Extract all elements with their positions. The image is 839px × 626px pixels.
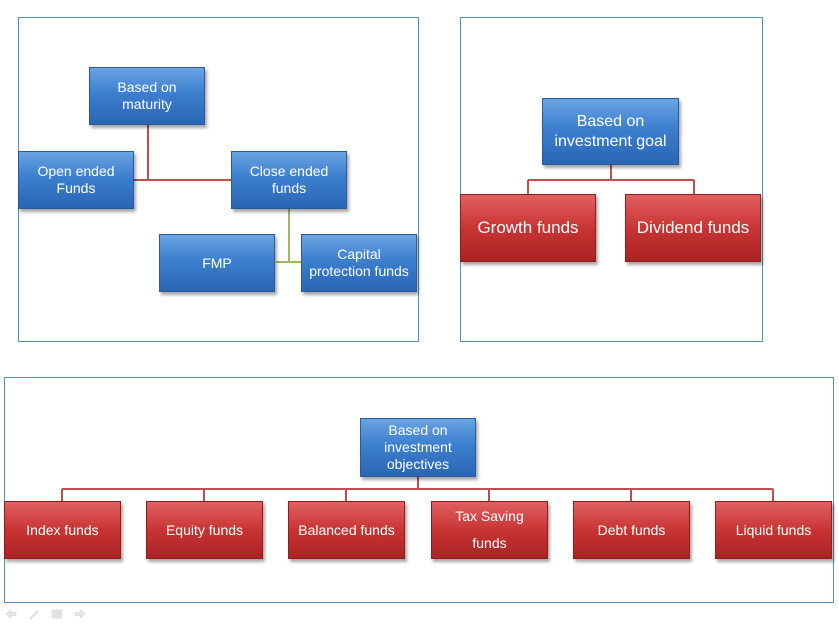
slideshow-toolbar [4, 606, 87, 622]
box-fmp: FMP [159, 234, 275, 292]
box-based-on-investment-goal: Based on investment goal [542, 98, 679, 165]
box-liquid-funds: Liquid funds [715, 501, 832, 559]
box-close-ended-funds: Close ended funds [231, 151, 347, 209]
forward-arrow-icon[interactable] [73, 607, 87, 621]
connector-investment-goal [527, 165, 695, 194]
connector-maturity-root [134, 125, 232, 181]
box-capital-protection-funds: Capital protection funds [301, 234, 417, 292]
box-index-funds: Index funds [4, 501, 121, 559]
box-dividend-funds: Dividend funds [625, 194, 761, 262]
box-based-on-maturity: Based on maturity [89, 67, 205, 125]
back-arrow-icon[interactable] [4, 607, 18, 621]
box-open-ended-funds: Open ended Funds [18, 151, 134, 209]
box-based-on-investment-objectives: Based on investment objectives [360, 418, 476, 477]
box-debt-funds: Debt funds [573, 501, 690, 559]
box-growth-funds: Growth funds [460, 194, 596, 262]
box-tax-saving-funds: Tax Saving funds [431, 501, 548, 559]
connector-close-ended-children [276, 208, 302, 263]
menu-icon[interactable] [50, 607, 64, 621]
box-balanced-funds: Balanced funds [288, 501, 405, 559]
pen-icon[interactable] [27, 607, 41, 621]
connector-investment-objectives [61, 477, 774, 501]
box-equity-funds: Equity funds [146, 501, 263, 559]
